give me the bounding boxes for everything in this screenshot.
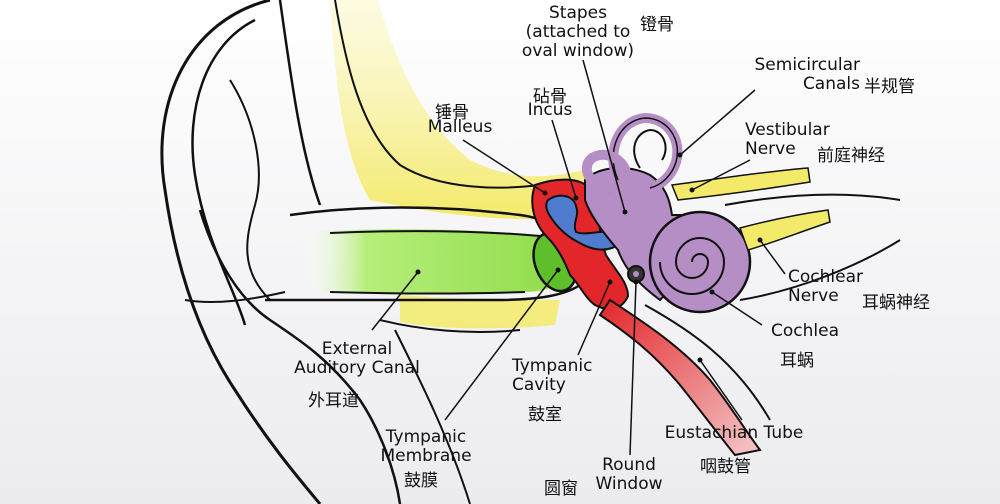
cochlear-nerve-label-cn: 耳蜗神经 bbox=[862, 293, 930, 313]
cochlear-nerve-label: Cochlear Nerve bbox=[788, 267, 863, 306]
auricle-outline bbox=[160, 0, 322, 504]
concha bbox=[229, 79, 271, 301]
auricle-lobe bbox=[198, 209, 402, 504]
temporal-bone-upper bbox=[330, 0, 585, 220]
tragus bbox=[184, 291, 286, 304]
cochlea-label: Cochlea bbox=[771, 321, 839, 341]
leader-dots bbox=[415, 152, 763, 363]
vestibular-nerve-label-cn: 前庭神经 bbox=[817, 146, 885, 166]
external-auditory-canal-label-cn: 外耳道 bbox=[308, 391, 359, 411]
round-window-label-cn: 圆窗 bbox=[544, 479, 578, 499]
external-auditory-canal bbox=[300, 229, 564, 294]
malleus-label: Malleus bbox=[427, 117, 493, 137]
cochlea bbox=[648, 210, 752, 314]
stapes-label: Stapes (attached to oval window) bbox=[521, 3, 635, 61]
leader-lines bbox=[371, 59, 786, 456]
head-contour-lower bbox=[379, 319, 521, 333]
vestibular-nerve-shape bbox=[670, 167, 811, 201]
external-auditory-canal-label: External Auditory Canal bbox=[294, 339, 420, 378]
round-window-label: Round Window bbox=[595, 455, 663, 494]
eustachian-tube-label: Eustachian Tube bbox=[664, 423, 804, 443]
incus-label: Incus bbox=[527, 100, 573, 120]
cochlear-nerve-shape bbox=[739, 209, 831, 251]
tympanic-cavity-label: Tympanic Cavity bbox=[512, 356, 593, 395]
eustachian-tube bbox=[598, 298, 762, 457]
antihelix bbox=[278, 0, 322, 206]
stapes-label-cn: 镫骨 bbox=[640, 15, 674, 35]
head-contour-bottom bbox=[394, 329, 471, 504]
helix-inner bbox=[191, 18, 256, 326]
cochlea-label-cn: 耳蜗 bbox=[780, 351, 814, 371]
tympanic-membrane-label: Tympanic Membrane bbox=[380, 427, 472, 466]
head-contour-upper bbox=[334, 0, 541, 189]
tympanic-membrane-label-cn: 鼓膜 bbox=[404, 471, 438, 491]
semicircular-canals-label-cn: 半规管 bbox=[864, 77, 915, 97]
canal-lower-wall bbox=[264, 283, 581, 302]
incus-label-cn: 砧骨 bbox=[533, 87, 567, 107]
malleus-label-cn: 锤骨 bbox=[435, 103, 469, 123]
eustachian-tube-label-cn: 咽鼓管 bbox=[700, 457, 751, 477]
semicircular-canals-label: Semicircular Canals bbox=[754, 55, 860, 94]
cochlea-spiral bbox=[659, 237, 726, 295]
tympanic-cavity-label-cn: 鼓室 bbox=[528, 405, 562, 425]
vestibular-nerve-label: Vestibular Nerve bbox=[745, 120, 830, 159]
